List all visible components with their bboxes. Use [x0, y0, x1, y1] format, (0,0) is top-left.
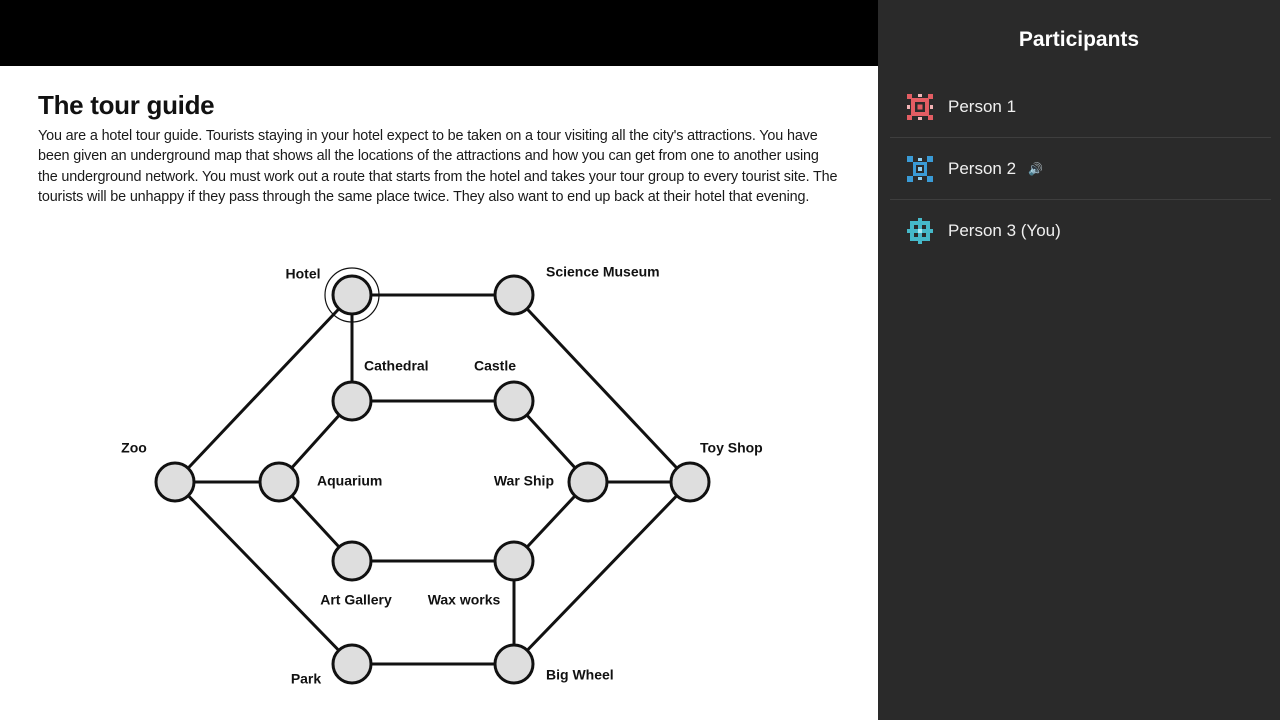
station-node-zoo: [154, 461, 196, 503]
station-label-wax-works: Wax works: [428, 592, 501, 608]
map-connection-line: [173, 293, 354, 484]
station-label-cathedral: Cathedral: [364, 358, 429, 374]
station-node-toy-shop: [669, 461, 711, 503]
station-label-art-gallery: Art Gallery: [320, 592, 392, 608]
station-node-war-ship: [567, 461, 609, 503]
start-station-ring: [324, 267, 380, 323]
station-label-big-wheel: Big Wheel: [546, 667, 614, 683]
participant-row[interactable]: Person 1: [890, 76, 1271, 138]
participant-row[interactable]: Person 3 (You): [890, 200, 1271, 261]
teal-pattern-avatar-icon: [906, 217, 934, 245]
station-label-hotel: Hotel: [286, 266, 321, 282]
station-label-toy-shop: Toy Shop: [700, 440, 763, 456]
participant-row[interactable]: Person 2 🔊: [890, 138, 1271, 200]
speaker-icon: 🔊: [1028, 161, 1043, 176]
blue-pattern-avatar-icon: [906, 155, 934, 183]
participant-name: Person 3 (You): [948, 220, 1061, 240]
station-label-park: Park: [291, 671, 322, 687]
shared-document: The tour guide You are a hotel tour guid…: [0, 66, 878, 720]
station-node-science-museum: [493, 274, 535, 316]
station-node-big-wheel: [493, 643, 535, 685]
station-label-science-museum: Science Museum: [546, 264, 660, 280]
station-node-art-gallery: [331, 540, 373, 582]
participants-panel: Participants Person 1: [878, 0, 1280, 720]
station-node-hotel: [331, 274, 373, 316]
station-label-castle: Castle: [474, 358, 516, 374]
station-node-cathedral: [331, 380, 373, 422]
station-label-zoo: Zoo: [121, 440, 147, 456]
station-label-war-ship: War Ship: [494, 473, 554, 489]
station-node-castle: [493, 380, 535, 422]
station-node-park: [331, 643, 373, 685]
map-connection-line: [512, 480, 692, 666]
station-node-wax-works: [493, 540, 535, 582]
station-node-aquarium: [258, 461, 300, 503]
map-connection-line: [512, 293, 692, 484]
top-bar: [0, 0, 878, 66]
participant-name: Person 1: [948, 96, 1017, 116]
participants-list: Person 1 Person 2 🔊: [890, 76, 1271, 261]
map-connection-line: [173, 480, 354, 666]
document-body-text: You are a hotel tour guide. Tourists sta…: [38, 128, 838, 205]
station-label-aquarium: Aquarium: [317, 473, 382, 489]
red-pattern-avatar-icon: [906, 93, 934, 121]
document-title: The tour guide: [38, 90, 215, 120]
participant-name: Person 2: [948, 158, 1017, 178]
participants-title: Participants: [1018, 28, 1140, 51]
